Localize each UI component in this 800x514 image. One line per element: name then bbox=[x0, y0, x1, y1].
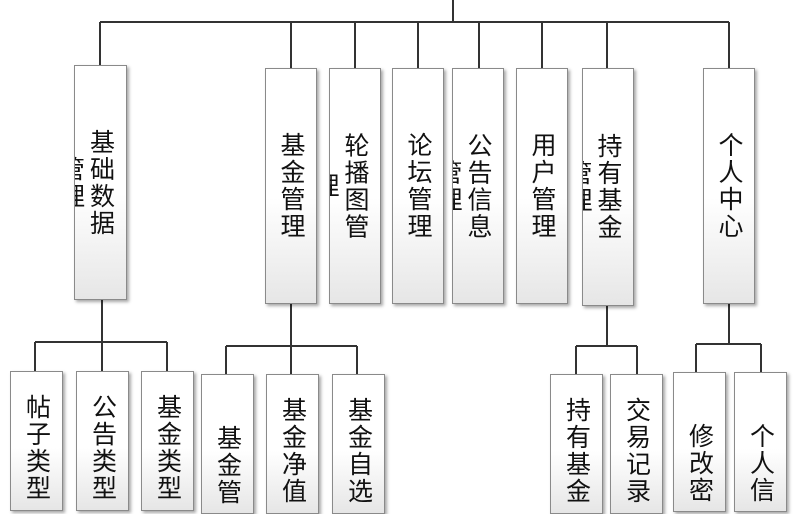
node-label: 基金净值 bbox=[278, 397, 308, 505]
node-fund-watchlist: 基金自选 bbox=[332, 374, 385, 514]
node-fund-management: 基金管理 bbox=[265, 68, 317, 304]
node-transaction-record: 交易记录 bbox=[610, 374, 663, 514]
node-label: 基金管理 bbox=[277, 132, 306, 240]
node-label: 修改密 bbox=[685, 423, 715, 504]
node-label: 论坛管理 bbox=[404, 132, 433, 240]
node-fund-manage-sub: 基金管 bbox=[201, 374, 254, 514]
node-label: 公告类型 bbox=[88, 394, 118, 502]
node-holding-fund-management: 持有基金管理 bbox=[582, 68, 634, 306]
node-personal-info: 个人信 bbox=[734, 372, 787, 512]
node-label: 基金管 bbox=[213, 425, 243, 506]
node-fund-nav: 基金净值 bbox=[266, 374, 319, 514]
node-label: 用户管理 bbox=[528, 132, 557, 240]
node-label: 轮播图管理 bbox=[330, 132, 370, 240]
node-personal-center: 个人中心 bbox=[703, 68, 755, 304]
node-notice-management: 公告信息管理 bbox=[452, 68, 504, 304]
node-post-type: 帖子类型 bbox=[10, 371, 63, 511]
node-label: 基金类型 bbox=[153, 394, 183, 502]
node-label: 公告信息管理 bbox=[453, 132, 493, 240]
node-basic-data-management: 基础数据管理 bbox=[74, 65, 127, 300]
node-label: 交易记录 bbox=[622, 397, 652, 505]
node-label: 基金自选 bbox=[344, 397, 374, 505]
node-notice-type: 公告类型 bbox=[76, 371, 129, 511]
node-holding-fund-sub: 持有基金 bbox=[550, 374, 603, 514]
node-carousel-management: 轮播图管理 bbox=[329, 68, 381, 304]
node-fund-type: 基金类型 bbox=[141, 371, 194, 511]
node-user-management: 用户管理 bbox=[516, 68, 568, 304]
node-label: 基础数据管理 bbox=[75, 128, 116, 237]
node-change-password: 修改密 bbox=[673, 372, 726, 512]
node-forum-management: 论坛管理 bbox=[392, 68, 444, 304]
node-label: 个人中心 bbox=[715, 132, 744, 240]
node-label: 持有基金 bbox=[562, 397, 592, 505]
connector-lines bbox=[34, 0, 762, 374]
node-label: 帖子类型 bbox=[22, 394, 52, 502]
node-label: 个人信 bbox=[746, 423, 776, 504]
node-label: 持有基金管理 bbox=[583, 133, 623, 241]
